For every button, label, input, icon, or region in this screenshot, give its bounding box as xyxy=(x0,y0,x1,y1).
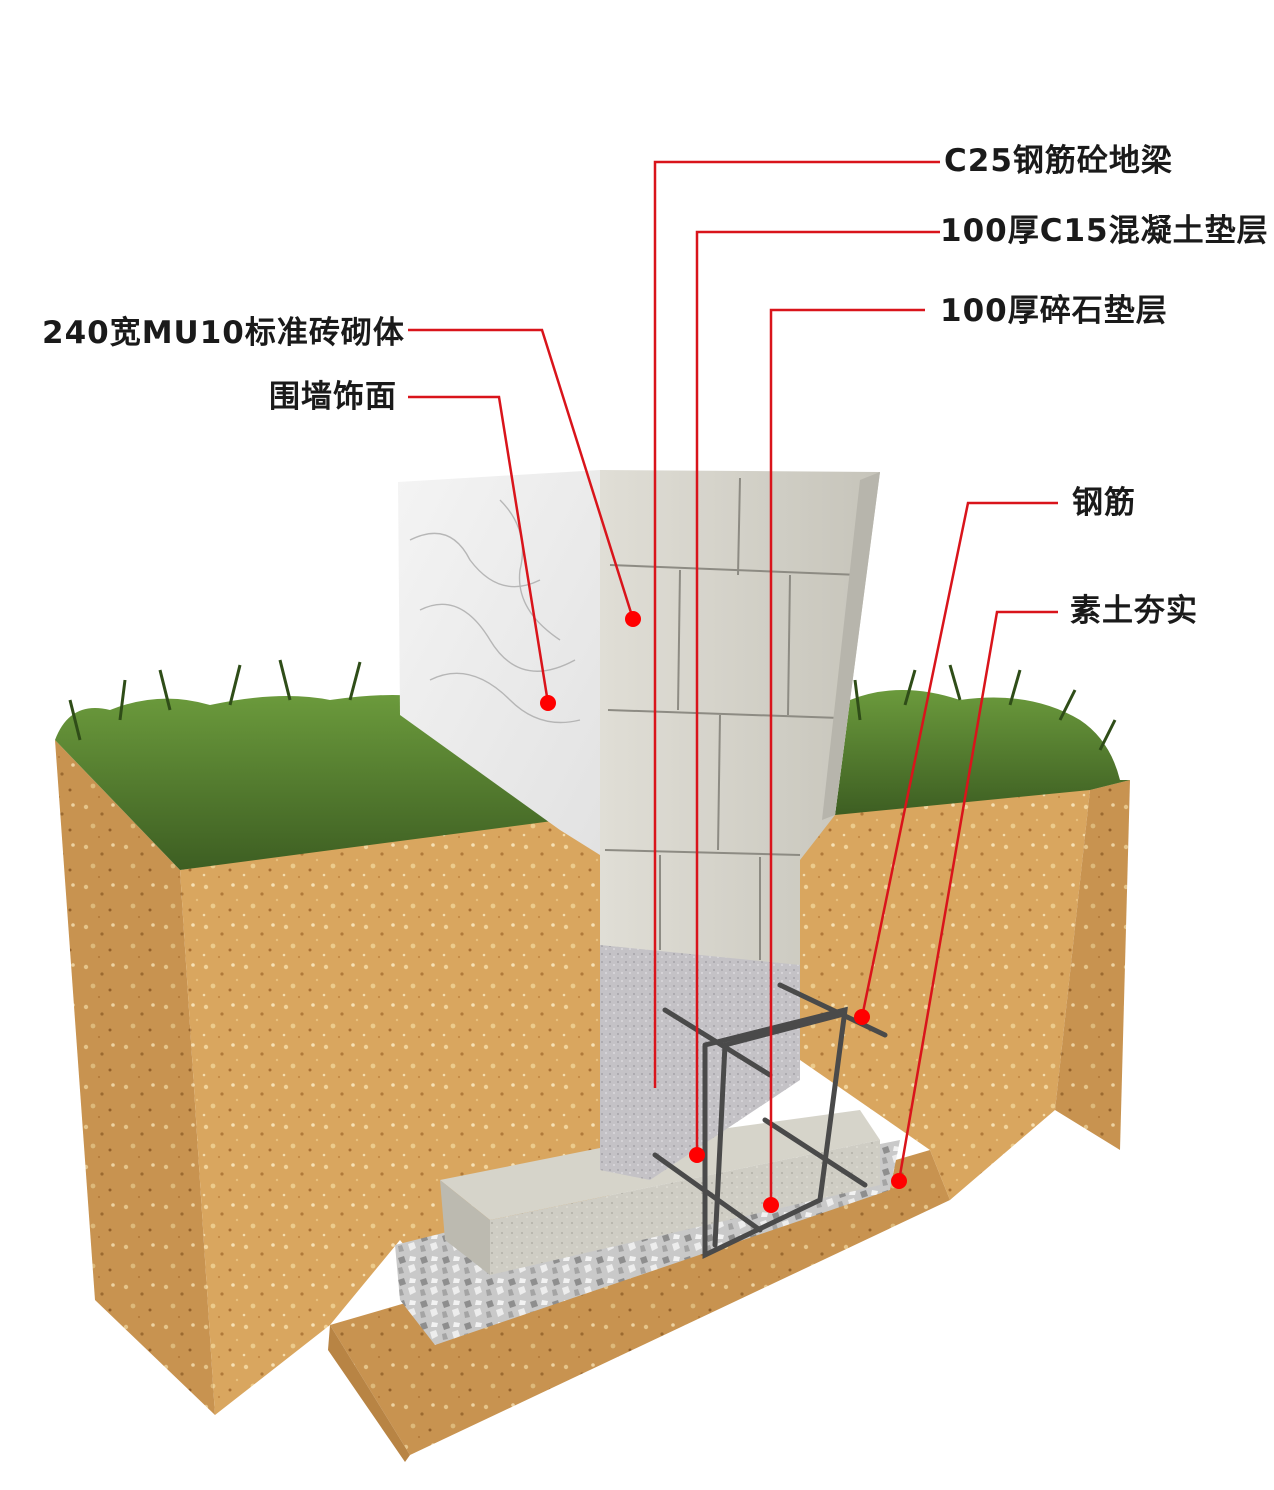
label-rebar: 钢筋 xyxy=(1072,485,1136,521)
marble-wall-facing xyxy=(398,470,600,855)
leader-gravel-cushion xyxy=(769,308,925,1205)
marker-dot-rebar xyxy=(854,1009,870,1025)
leader-c15-cushion xyxy=(695,230,940,1155)
leader-brick-masonry xyxy=(408,328,635,620)
label-c15-concrete-cushion: 100厚C15混凝土垫层 xyxy=(940,213,1269,249)
label-brick-masonry: 240宽MU10标准砖砌体 xyxy=(42,315,405,351)
label-wall-facing: 围墙饰面 xyxy=(269,379,397,415)
leader-rammed-soil xyxy=(897,610,1058,1182)
rebar-cage xyxy=(652,982,888,1259)
marker-dots xyxy=(540,611,907,1213)
label-gravel-cushion: 100厚碎石垫层 xyxy=(940,293,1168,329)
leader-c25-beam xyxy=(653,160,940,1088)
c25-ground-beam xyxy=(600,940,800,1180)
marker-dot-gravel xyxy=(763,1197,779,1213)
soil-block-left xyxy=(55,740,610,1415)
brick-masonry-wall xyxy=(600,470,880,965)
rammed-soil-base xyxy=(328,1150,950,1462)
marker-dot-soil xyxy=(891,1173,907,1189)
soil-block-right xyxy=(790,780,1130,1200)
marker-dot-facing xyxy=(540,695,556,711)
label-c25-ground-beam: C25钢筋砼地梁 xyxy=(944,143,1173,179)
leader-lines xyxy=(408,160,1058,1205)
marker-dot-brick xyxy=(625,611,641,627)
marker-dot-c15 xyxy=(689,1147,705,1163)
grass-right xyxy=(835,664,1130,815)
leader-rebar xyxy=(860,501,1058,1018)
label-rammed-soil: 素土夯实 xyxy=(1070,593,1198,629)
leader-wall-facing xyxy=(408,395,550,704)
